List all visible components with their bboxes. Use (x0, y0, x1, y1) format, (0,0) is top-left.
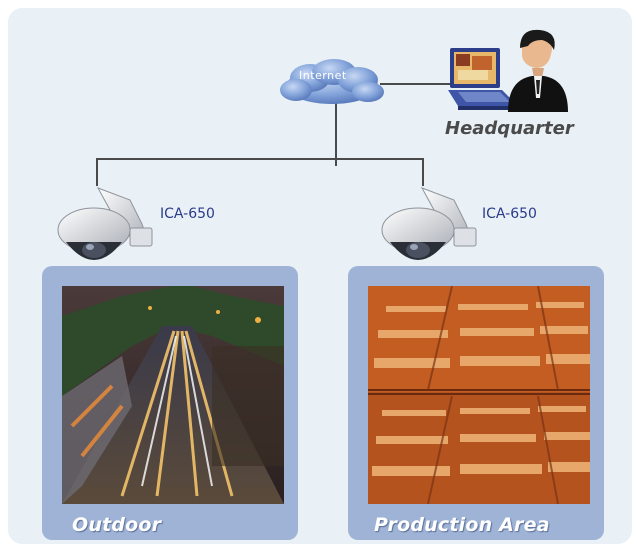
camera-model-label: ICA-650 (482, 206, 537, 222)
wire-to-camera-2 (422, 158, 424, 186)
network-diagram: Internet Headquarter (8, 8, 632, 544)
wire-to-camera-1 (96, 158, 98, 186)
production-area-photo (368, 286, 590, 504)
outdoor-photo (62, 286, 284, 504)
dome-camera-icon (57, 187, 153, 260)
dome-camera-icon (381, 187, 477, 260)
location-label: Production Area (374, 514, 550, 536)
camera-model-label: ICA-650 (160, 206, 215, 222)
camera-view-panel: Production Area (348, 266, 604, 540)
camera-view-panel: Outdoor (42, 266, 298, 540)
location-label: Outdoor (72, 514, 162, 536)
wire-horizontal (96, 158, 424, 160)
wire-cloud-to-laptop (380, 83, 470, 85)
person-icon (508, 29, 568, 112)
cloud-icon (280, 59, 384, 104)
wire-cloud-down (335, 100, 337, 166)
headquarter-label: Headquarter (445, 118, 574, 139)
laptop-icon (448, 48, 518, 110)
cloud-label: Internet (299, 69, 347, 82)
